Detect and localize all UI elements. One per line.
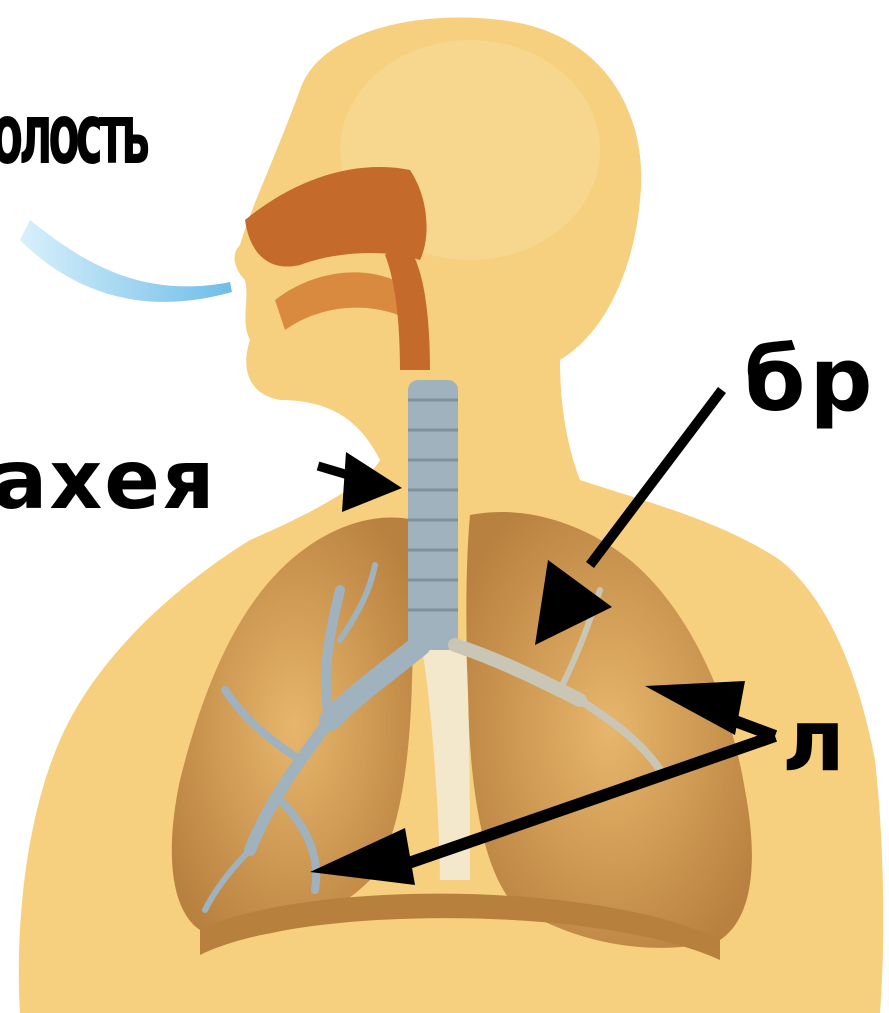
label-lungs: л bbox=[782, 698, 845, 784]
label-bronchi: бр bbox=[744, 336, 876, 424]
label-trachea: ахея bbox=[0, 440, 217, 522]
label-cavity: полость bbox=[0, 92, 146, 176]
air-flow-arrow bbox=[20, 220, 232, 302]
